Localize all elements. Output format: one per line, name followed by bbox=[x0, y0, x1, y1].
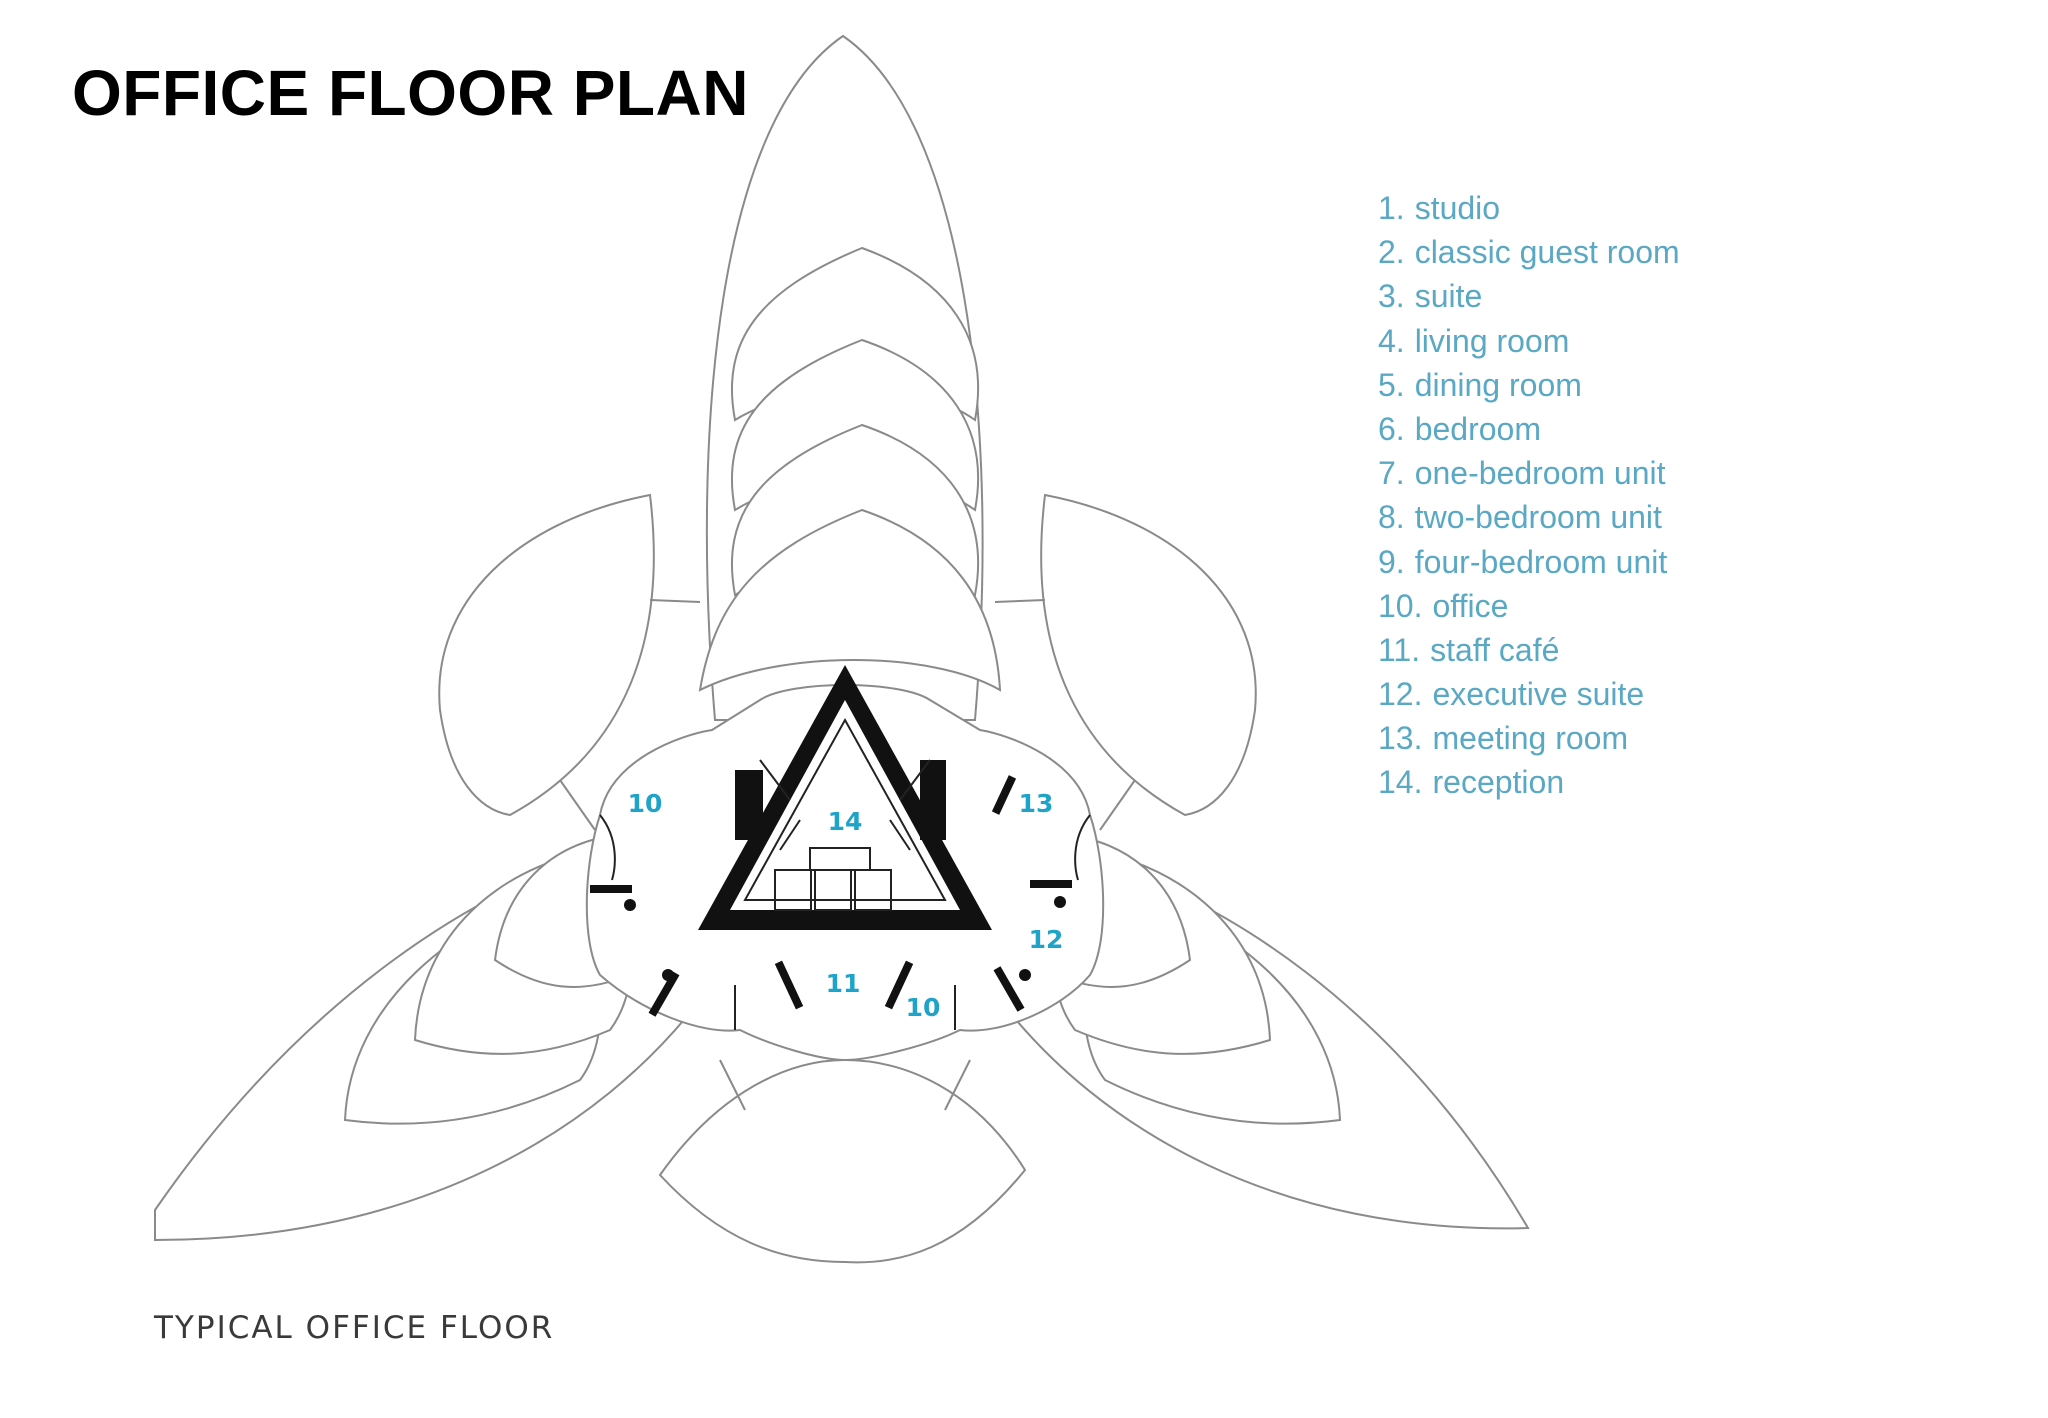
legend-item: 3.suite bbox=[1378, 274, 1680, 318]
legend-item: 9.four-bedroom unit bbox=[1378, 540, 1680, 584]
legend-item: 11.staff café bbox=[1378, 628, 1680, 672]
room-label-executive: 12 bbox=[1029, 925, 1064, 954]
legend-label: office bbox=[1432, 587, 1509, 624]
legend-number: 6. bbox=[1378, 410, 1405, 447]
office-partitions bbox=[599, 814, 1091, 1030]
legend-number: 9. bbox=[1378, 543, 1405, 580]
legend-number: 5. bbox=[1378, 366, 1405, 403]
legend-number: 3. bbox=[1378, 278, 1405, 315]
room-legend: 1.studio 2.classic guest room 3.suite 4.… bbox=[1378, 186, 1680, 805]
legend-number: 10. bbox=[1378, 587, 1423, 624]
legend-label: staff café bbox=[1430, 631, 1560, 668]
legend-item: 2.classic guest room bbox=[1378, 230, 1680, 274]
legend-item: 8.two-bedroom unit bbox=[1378, 495, 1680, 539]
legend-item: 1.studio bbox=[1378, 186, 1680, 230]
wall-stub-5 bbox=[774, 960, 804, 1010]
legend-item: 7.one-bedroom unit bbox=[1378, 451, 1680, 495]
legend-number: 14. bbox=[1378, 764, 1423, 801]
legend-label: studio bbox=[1414, 190, 1501, 226]
top-petal-4 bbox=[698, 508, 1002, 692]
core-block-left bbox=[735, 770, 763, 840]
legend-label: meeting room bbox=[1432, 720, 1629, 757]
legend-item: 10.office bbox=[1378, 584, 1680, 628]
core-block-right bbox=[920, 760, 946, 840]
wall-stub-4 bbox=[993, 966, 1025, 1012]
legend-label: dining room bbox=[1414, 366, 1582, 403]
upper-left-leaf bbox=[438, 493, 655, 817]
legend-number: 7. bbox=[1378, 455, 1405, 492]
upper-left-connector bbox=[559, 599, 701, 831]
upper-right-connector bbox=[994, 599, 1136, 831]
room-label-office-bottom: 10 bbox=[906, 993, 941, 1022]
legend-item: 4.living room bbox=[1378, 319, 1680, 363]
legend-label: four-bedroom unit bbox=[1414, 543, 1668, 580]
room-label-office-left: 10 bbox=[628, 789, 663, 818]
bottom-connectors bbox=[719, 1059, 971, 1111]
legend-label: two-bedroom unit bbox=[1414, 499, 1662, 536]
legend-number: 2. bbox=[1378, 234, 1405, 271]
column-3 bbox=[1054, 896, 1066, 908]
plan-caption: TYPICAL OFFICE FLOOR bbox=[154, 1310, 555, 1346]
legend-item: 6.bedroom bbox=[1378, 407, 1680, 451]
wall-stub-6 bbox=[884, 960, 914, 1010]
legend-number: 13. bbox=[1378, 720, 1423, 757]
wall-stub-3 bbox=[648, 971, 680, 1017]
legend-item: 5.dining room bbox=[1378, 363, 1680, 407]
legend-label: suite bbox=[1414, 278, 1483, 315]
legend-item: 14.reception bbox=[1378, 760, 1680, 804]
stair-block bbox=[809, 847, 871, 871]
room-label-reception: 14 bbox=[828, 807, 863, 836]
elevator-3 bbox=[854, 869, 892, 911]
core-inner-triangle bbox=[743, 717, 947, 901]
top-wing bbox=[698, 34, 1002, 721]
legend-label: one-bedroom unit bbox=[1414, 455, 1666, 492]
legend-number: 12. bbox=[1378, 676, 1423, 713]
legend-label: executive suite bbox=[1432, 676, 1645, 713]
room-label-cafe: 11 bbox=[826, 969, 861, 998]
floor-plate-outline bbox=[585, 684, 1105, 1062]
column-1 bbox=[624, 899, 636, 911]
legend-label: bedroom bbox=[1414, 410, 1541, 447]
legend-item: 12.executive suite bbox=[1378, 672, 1680, 716]
core-partitions bbox=[759, 759, 931, 851]
room-label-meeting: 13 bbox=[1019, 789, 1054, 818]
wall-stub-2 bbox=[1030, 880, 1072, 888]
legend-number: 1. bbox=[1378, 190, 1405, 226]
legend-label: reception bbox=[1432, 764, 1565, 801]
legend-number: 4. bbox=[1378, 322, 1405, 359]
legend-label: classic guest room bbox=[1414, 234, 1680, 271]
legend-item: 13.meeting room bbox=[1378, 716, 1680, 760]
page-title: OFFICE FLOOR PLAN bbox=[72, 57, 749, 129]
elevator-1 bbox=[774, 869, 812, 911]
wall-stub-1 bbox=[590, 885, 632, 893]
upper-right-leaf bbox=[1040, 493, 1257, 817]
core-wall-outer bbox=[698, 665, 992, 930]
column-4 bbox=[1019, 969, 1031, 981]
legend-number: 11. bbox=[1378, 631, 1421, 668]
column-2 bbox=[662, 969, 674, 981]
lower-left-wing bbox=[154, 833, 702, 1242]
core-floor-plate bbox=[585, 665, 1105, 1062]
wall-stub-7 bbox=[991, 775, 1017, 815]
bottom-leaf bbox=[658, 1058, 1027, 1264]
legend-label: living room bbox=[1414, 322, 1570, 359]
legend-number: 8. bbox=[1378, 499, 1405, 536]
